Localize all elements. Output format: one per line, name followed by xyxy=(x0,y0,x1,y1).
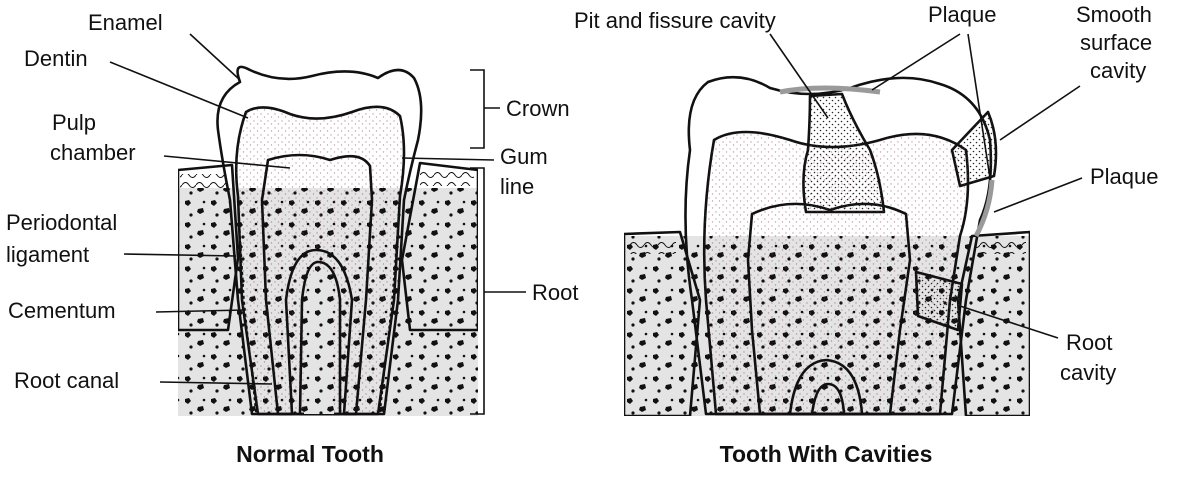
cavity-enamel xyxy=(684,75,993,416)
plaque-top-layer xyxy=(779,85,881,95)
label-pit-fissure: Pit and fissure cavity xyxy=(574,8,776,33)
label-pulp-line2: chamber xyxy=(50,140,136,165)
label-root: Root xyxy=(532,280,578,305)
label-crown: Crown xyxy=(506,96,570,121)
label-root-cavity-line2: cavity xyxy=(1060,360,1116,385)
crown-bracket xyxy=(470,69,500,149)
label-dentin: Dentin xyxy=(24,46,88,71)
root-bracket xyxy=(470,167,526,415)
caption-normal-tooth: Normal Tooth xyxy=(236,441,384,467)
label-periodontal-line1: Periodontal xyxy=(6,210,117,235)
label-cementum: Cementum xyxy=(8,298,116,323)
label-enamel: Enamel xyxy=(88,10,163,35)
right-gum xyxy=(400,161,478,332)
plaque-side-layer xyxy=(973,179,995,238)
label-smooth-line3: cavity xyxy=(1090,58,1146,83)
caption-tooth-with-cavities: Tooth With Cavities xyxy=(720,441,933,467)
label-periodontal-line2: ligament xyxy=(6,242,89,267)
label-gum-line2: line xyxy=(500,174,534,199)
cavity-right-gum xyxy=(956,230,1030,416)
label-root-cavity-line1: Root xyxy=(1066,330,1112,355)
normal-enamel xyxy=(216,65,423,416)
label-smooth-line2: surface xyxy=(1080,30,1152,55)
normal-pulp xyxy=(260,153,374,416)
cavity-left-gum xyxy=(624,230,702,416)
label-smooth-line1: Smooth xyxy=(1076,2,1152,27)
normal-leader-lines xyxy=(109,33,495,385)
cavity-leader-lines xyxy=(769,33,1083,339)
cavity-tooth-illustration xyxy=(624,75,1030,416)
label-gum-line1: Gum xyxy=(500,144,548,169)
label-plaque-top: Plaque xyxy=(928,2,997,27)
label-plaque-side: Plaque xyxy=(1090,164,1159,189)
label-root-canal: Root canal xyxy=(14,368,119,393)
normal-tooth-illustration xyxy=(178,65,478,416)
label-pulp-line1: Pulp xyxy=(52,110,96,135)
